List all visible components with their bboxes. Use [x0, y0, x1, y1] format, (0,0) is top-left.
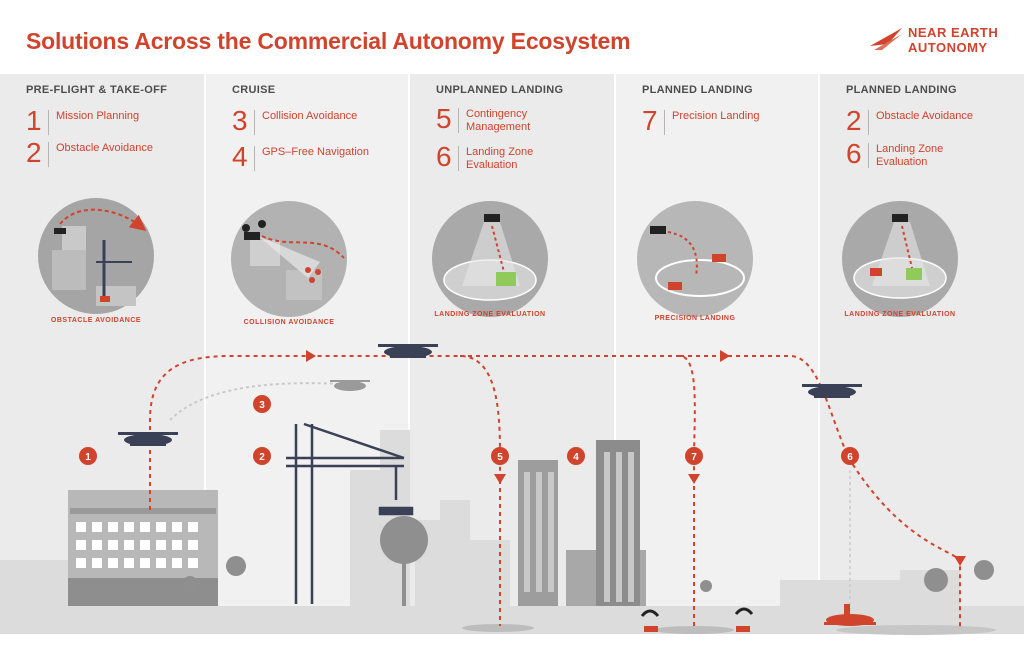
phase-title: PRE-FLIGHT & TAKE-OFF: [26, 84, 168, 96]
item-label: Landing Zone Evaluation: [876, 143, 944, 168]
building-center: [518, 440, 646, 610]
step-marker-2: 2: [259, 452, 265, 463]
step-marker-6: 6: [847, 452, 853, 463]
trees: [182, 516, 994, 610]
item-number: 7: [642, 105, 658, 136]
item-label: Collision Avoidance: [262, 110, 358, 122]
landed-aircraft: [824, 604, 876, 626]
divider: [868, 110, 869, 135]
phase-panel-planned-landing-2: PLANNED LANDING 2 Obstacle Avoidance 6 L…: [820, 74, 1024, 634]
company-logo: NEAR EARTH AUTONOMY: [868, 24, 1008, 60]
step-marker-4: 4: [573, 452, 579, 463]
circle-label: OBSTACLE AVOIDANCE: [51, 317, 141, 324]
item-label: Contingency Management: [466, 108, 531, 133]
item-number: 4: [232, 141, 248, 172]
circle-label: LANDING ZONE EVALUATION: [844, 311, 955, 318]
divider: [254, 146, 255, 171]
landing-zone-evaluation-vignette-2: [842, 201, 958, 317]
phase-panel-planned-landing: PLANNED LANDING 7 Precision Landing: [616, 74, 818, 634]
phase-title: UNPLANNED LANDING: [436, 84, 564, 96]
building-left: [68, 490, 218, 610]
phase-title: CRUISE: [232, 84, 276, 96]
direction-arrows: [306, 350, 966, 566]
step-marker-7: 7: [691, 452, 697, 463]
item-number: 2: [846, 105, 862, 136]
phase-title: PLANNED LANDING: [642, 84, 753, 96]
item-number: 5: [436, 103, 452, 134]
logo-line2: AUTONOMY: [908, 40, 988, 55]
divider: [458, 108, 459, 133]
landing-zone-evaluation-vignette: [432, 201, 548, 317]
logo-icon: [870, 28, 902, 50]
item-number: 2: [26, 137, 42, 168]
item-number: 6: [846, 138, 862, 169]
page-title: Solutions Across the Commercial Autonomy…: [26, 28, 631, 54]
divider: [254, 110, 255, 135]
item-number: 3: [232, 105, 248, 136]
aircraft: [118, 344, 862, 446]
divider: [48, 142, 49, 167]
divider: [868, 143, 869, 168]
circle-label: LANDING ZONE EVALUATION: [434, 311, 545, 318]
step-marker-3: 3: [259, 400, 265, 411]
phase-title: PLANNED LANDING: [846, 84, 957, 96]
item-label: GPS–Free Navigation: [262, 146, 369, 158]
construction-crane: [286, 422, 414, 604]
item-number: 6: [436, 141, 452, 172]
collision-avoidance-vignette: [231, 201, 347, 317]
step-marker-5: 5: [497, 452, 503, 463]
divider: [458, 146, 459, 171]
divider: [664, 110, 665, 135]
item-number: 1: [26, 105, 42, 136]
item-label: Landing Zone Evaluation: [466, 146, 534, 171]
item-label: Obstacle Avoidance: [56, 142, 154, 154]
item-label: Precision Landing: [672, 110, 760, 122]
circle-label: COLLISION AVOIDANCE: [244, 319, 335, 326]
circle-label: PRECISION LANDING: [655, 315, 736, 322]
step-markers: 1 2 3 4 5 6 7: [79, 395, 859, 465]
divider: [48, 110, 49, 135]
item-label: Obstacle Avoidance: [876, 110, 974, 122]
obstacle-avoidance-vignette: [38, 198, 154, 314]
step-marker-1: 1: [85, 452, 91, 463]
logo-line1: NEAR EARTH: [908, 25, 999, 40]
precision-landing-vignette: [637, 201, 753, 317]
item-label: Mission Planning: [56, 110, 140, 122]
